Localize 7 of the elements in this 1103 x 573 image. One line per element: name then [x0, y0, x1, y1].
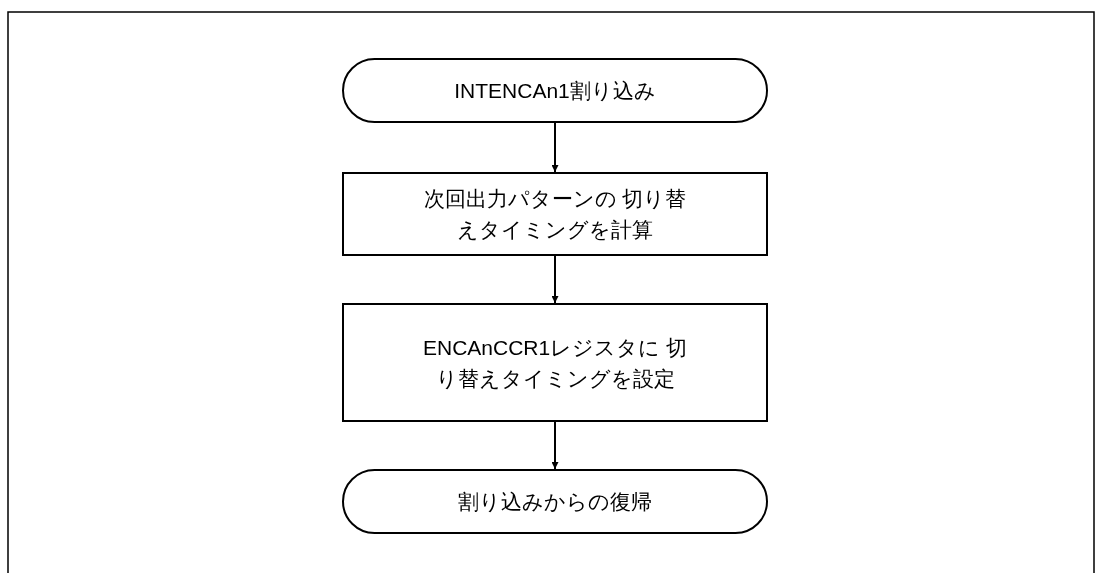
- node-text: 割り込みからの復帰: [458, 489, 652, 515]
- node-text: 次回出力パターンの 切り替えタイミングを計算: [422, 186, 688, 243]
- arrow: [551, 122, 559, 173]
- node-text: INTENCAn1割り込み: [454, 78, 656, 104]
- arrow: [551, 421, 559, 470]
- node-text: ENCAnCCR1レジスタに 切り替えタイミングを設定: [421, 334, 688, 392]
- arrow: [551, 255, 559, 304]
